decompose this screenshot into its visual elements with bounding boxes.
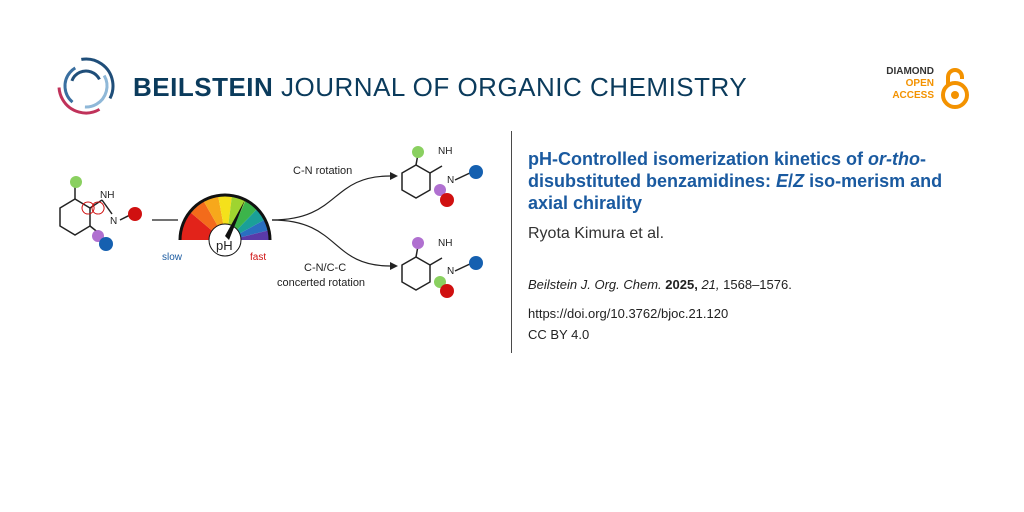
open-access-line-1: DIAMOND (886, 66, 934, 77)
product-cn-rotation: NH N (401, 146, 483, 207)
vertical-divider (511, 131, 512, 353)
concerted-label-line-1: C-N/C-C (304, 262, 346, 274)
doi-link[interactable]: https://doi.org/10.3762/bjoc.21.120 (528, 306, 729, 321)
lower-n-label: N (447, 266, 454, 277)
product-concerted-rotation: NH N (401, 237, 483, 298)
open-access-badge: DIAMOND OPEN ACCESS (848, 66, 978, 114)
fast-label: fast (250, 252, 266, 263)
gauge-ph-label: pH (216, 238, 233, 253)
upper-n-label: N (447, 175, 454, 186)
lower-arrow (271, 219, 391, 267)
cn-rotation-label: C-N rotation (293, 165, 352, 177)
journal-title: BEILSTEIN JOURNAL OF ORGANIC CHEMISTRY (133, 72, 747, 103)
open-access-line-2: OPEN (905, 78, 934, 89)
title-part-3: iso-merism and axial chirality (528, 171, 943, 213)
graphical-abstract: NH N pH slow fast C-N rotation C-N/C-C c… (59, 146, 483, 298)
citation-volume: 21, (701, 277, 720, 292)
journal-logo (57, 57, 115, 115)
license: CC BY 4.0 (528, 327, 590, 342)
blue-substituent (99, 237, 113, 251)
citation: Beilstein J. Org. Chem. 2025, 21, 1568–1… (528, 277, 792, 292)
citation-pages: 1568–1576. (723, 277, 792, 292)
journal-title-rest: JOURNAL OF ORGANIC CHEMISTRY (273, 72, 748, 102)
title-part-1: pH-Controlled isomerization kinetics of (528, 149, 869, 169)
starting-benzamidine: NH N (59, 176, 142, 251)
citation-journal: Beilstein J. Org. Chem. (528, 277, 662, 292)
open-access-line-3: ACCESS (892, 90, 934, 101)
open-access-text: DIAMOND OPEN ACCESS (886, 66, 934, 102)
upper-nh-label: NH (438, 146, 452, 157)
title-italic-1: or-tho (868, 149, 921, 169)
purple-substituent (92, 230, 104, 242)
open-lock-icon (941, 68, 969, 109)
concerted-label-line-2: concerted rotation (277, 277, 365, 289)
red-substituent (128, 207, 142, 221)
title-part-2: -disubstituted benzamidines: (528, 149, 927, 191)
ph-gauge: pH slow fast (162, 193, 272, 263)
green-substituent (70, 176, 82, 188)
authors: Ryota Kimura et al. (528, 225, 665, 242)
molecule-nh-label: NH (100, 190, 114, 201)
slow-label: slow (162, 252, 183, 263)
upper-arrow (271, 175, 391, 221)
title-slash: / (788, 171, 794, 191)
lower-nh-label: NH (438, 238, 452, 249)
journal-title-bold: BEILSTEIN (133, 72, 274, 102)
citation-year: 2025, (665, 277, 698, 292)
article-title: pH-Controlled isomerization kinetics of … (528, 148, 958, 214)
molecule-n-label: N (110, 216, 117, 227)
title-italic-2: E (776, 171, 789, 191)
title-italic-3: Z (793, 171, 805, 191)
